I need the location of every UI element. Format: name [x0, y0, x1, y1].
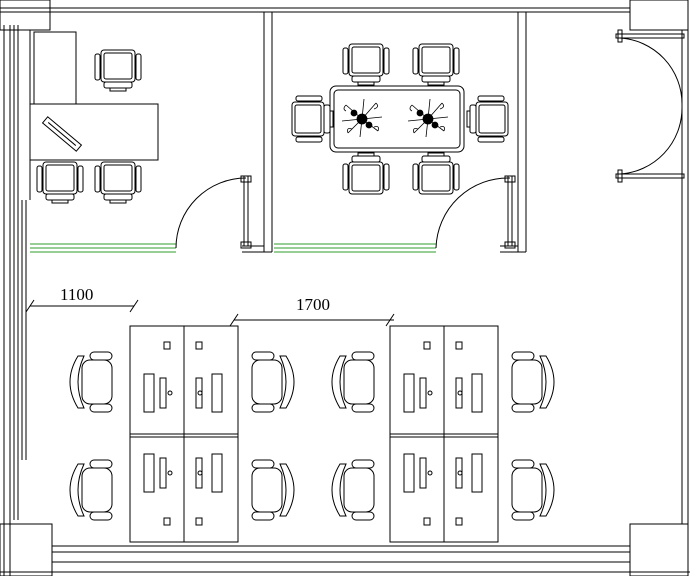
- computer-icon: [455, 457, 463, 489]
- column-bottom-left: [0, 523, 53, 576]
- task-chairs: [36, 43, 509, 204]
- chair-icon: [511, 459, 555, 521]
- phone-icon: [197, 470, 203, 476]
- computer-icon: [455, 377, 463, 409]
- dimension-label-left: 1100: [60, 285, 93, 304]
- workstation-chairs: [69, 351, 555, 521]
- workstation-cluster-left: [129, 325, 239, 543]
- workstation-cluster-right: [389, 325, 499, 543]
- outlet-icon: [455, 341, 463, 350]
- glass-partition: [30, 243, 436, 253]
- column-top-left: [0, 0, 51, 31]
- phone-icon: [167, 390, 173, 396]
- chair-icon: [342, 152, 390, 195]
- chair-icon: [412, 43, 460, 86]
- outlet-icon: [195, 517, 203, 526]
- outlet-icon: [423, 517, 431, 526]
- computer-icon: [159, 377, 167, 409]
- dimension-1100: 1100: [25, 285, 139, 313]
- outlet-icon: [195, 341, 203, 350]
- chair-icon: [291, 95, 334, 143]
- door-meeting-room: [435, 175, 516, 249]
- potted-plant-icon: [407, 98, 449, 138]
- phone-icon: [457, 470, 463, 476]
- outlet-icon: [455, 517, 463, 526]
- chair-icon: [69, 351, 113, 413]
- chair-icon: [94, 49, 142, 92]
- phone-icon: [427, 470, 433, 476]
- column-bottom-right: [629, 523, 689, 576]
- phone-icon: [167, 470, 173, 476]
- computer-icon: [403, 453, 415, 493]
- phone-icon: [427, 390, 433, 396]
- chair-icon: [331, 459, 375, 521]
- chair-icon: [94, 161, 142, 204]
- chair-icon: [511, 351, 555, 413]
- manager-office: [29, 31, 159, 161]
- chair-icon: [342, 43, 390, 86]
- computer-icon: [41, 116, 83, 152]
- phone-icon: [197, 390, 203, 396]
- outlet-icon: [423, 341, 431, 350]
- computer-icon: [195, 377, 203, 409]
- computer-icon: [471, 373, 483, 413]
- dimension-1700: 1700: [229, 295, 395, 327]
- partitions: [242, 12, 527, 253]
- potted-plant-icon: [341, 98, 383, 138]
- computer-icon: [159, 457, 167, 489]
- manager-desk: [29, 103, 159, 161]
- desk-devices: [143, 341, 483, 526]
- chair-icon: [251, 459, 295, 521]
- computer-icon: [419, 457, 427, 489]
- outlet-icon: [163, 341, 171, 350]
- door-office: [175, 175, 252, 249]
- chair-icon: [466, 95, 509, 143]
- meeting-table: [329, 85, 465, 153]
- double-door-entrance: [615, 29, 685, 183]
- computer-icon: [211, 453, 223, 493]
- computer-icon: [419, 377, 427, 409]
- chair-icon: [331, 351, 375, 413]
- column-top-right: [629, 0, 689, 31]
- chair-icon: [251, 351, 295, 413]
- filing-cabinet: [33, 31, 77, 105]
- chair-icon: [412, 152, 460, 195]
- chair-icon: [36, 161, 84, 204]
- computer-icon: [403, 373, 415, 413]
- computer-icon: [143, 373, 155, 413]
- phone-icon: [457, 390, 463, 396]
- dimension-label-middle: 1700: [296, 295, 330, 314]
- computer-icon: [211, 373, 223, 413]
- computer-icon: [195, 457, 203, 489]
- computer-icon: [471, 453, 483, 493]
- computer-icon: [143, 453, 155, 493]
- outlet-icon: [163, 517, 171, 526]
- chair-icon: [69, 459, 113, 521]
